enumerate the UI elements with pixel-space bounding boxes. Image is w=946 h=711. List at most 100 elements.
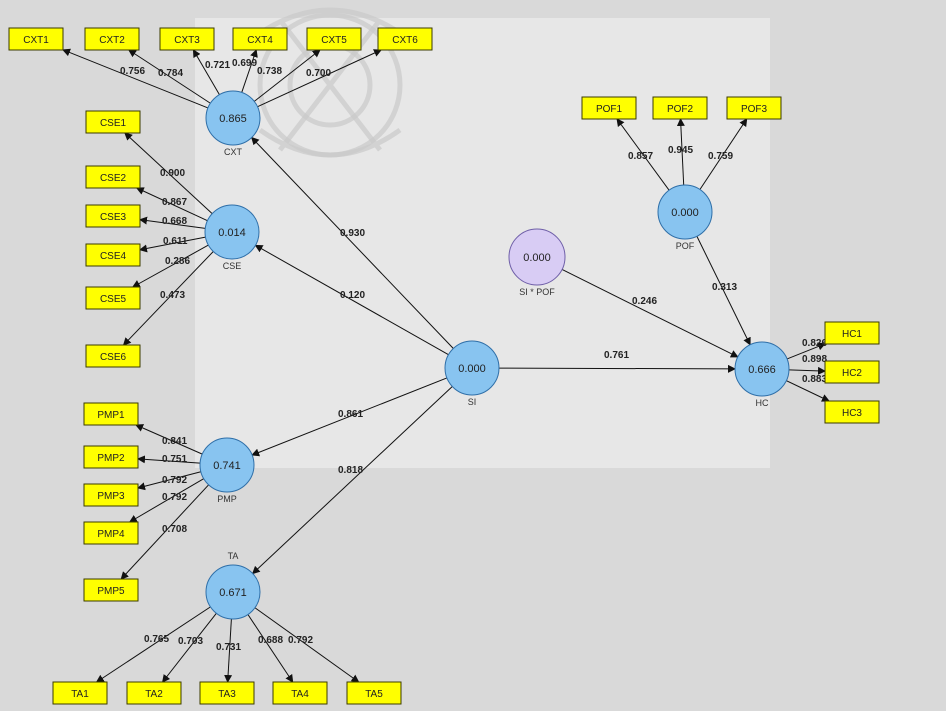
path-arrow-pof-pof2 — [676, 118, 685, 186]
indicator-cse6[interactable]: CSE6 — [85, 344, 141, 368]
indicator-ta1[interactable]: TA1 — [52, 681, 108, 705]
latent-name: CSE — [223, 261, 242, 271]
indicator-ta4[interactable]: TA4 — [272, 681, 328, 705]
indicator-label: CXT3 — [174, 35, 200, 46]
latent-circle — [205, 90, 261, 146]
indicator-box — [581, 96, 637, 120]
path-arrow-hc-hc1 — [786, 342, 826, 360]
latent-circle — [734, 341, 790, 397]
indicator-box — [126, 681, 182, 705]
indicator-cxt2[interactable]: CXT2 — [84, 27, 140, 51]
indicator-box — [159, 27, 215, 51]
indicator-label: TA4 — [291, 689, 309, 700]
path-coefficient-cxt-cxt6: 0.700 — [306, 68, 331, 79]
path-arrow-cxt-cxt2 — [128, 49, 211, 104]
path-arrow-cxt-cxt3 — [192, 49, 220, 95]
path-arrow-sipof-hc — [561, 269, 739, 358]
indicator-label: PMP4 — [97, 529, 125, 540]
path-arrow-pmp-pmp5 — [120, 484, 210, 580]
indicator-pof3[interactable]: POF3 — [726, 96, 782, 120]
indicator-cse2[interactable]: CSE2 — [85, 165, 141, 189]
indicator-pmp5[interactable]: PMP5 — [83, 578, 139, 602]
indicator-hc1[interactable]: HC1 — [824, 321, 880, 345]
latent-r-squared: 0.000 — [458, 363, 486, 375]
latent-name: TA — [228, 551, 239, 561]
indicator-label: CXT4 — [247, 35, 273, 46]
latent-name: POF — [676, 241, 695, 251]
indicator-pmp2[interactable]: PMP2 — [83, 445, 139, 469]
path-arrow-ta-ta3 — [224, 618, 233, 683]
latent-circle — [657, 184, 713, 240]
indicator-label: CSE5 — [100, 294, 127, 305]
path-arrow-si-cxt — [250, 136, 454, 349]
indicator-cxt3[interactable]: CXT3 — [159, 27, 215, 51]
path-coefficient-pmp-pmp2: 0.751 — [162, 454, 187, 465]
path-coefficient-cxt-cxt4: 0.699 — [232, 58, 257, 69]
path-coefficient-cse-cse4: 0.611 — [163, 236, 188, 247]
path-arrow-pmp-pmp3 — [137, 471, 201, 491]
indicator-label: CSE1 — [100, 118, 127, 129]
latent-r-squared: 0.865 — [219, 113, 247, 125]
path-coefficient-hc-hc2: 0.898 — [802, 354, 827, 365]
indicator-ta5[interactable]: TA5 — [346, 681, 402, 705]
indicator-box — [84, 27, 140, 51]
latent-r-squared: 0.666 — [748, 364, 776, 376]
indicator-cxt1[interactable]: CXT1 — [8, 27, 64, 51]
latent-circle — [444, 340, 500, 396]
latent-r-squared: 0.671 — [219, 587, 247, 599]
indicator-pmp4[interactable]: PMP4 — [83, 521, 139, 545]
latent-name: CXT — [224, 147, 243, 157]
indicator-label: HC1 — [842, 329, 862, 340]
indicator-box — [726, 96, 782, 120]
path-coefficient-cse-cse5: 0.286 — [165, 256, 190, 267]
indicator-pof2[interactable]: POF2 — [652, 96, 708, 120]
latent-r-squared: 0.741 — [213, 460, 241, 472]
path-arrow-pmp-pmp2 — [137, 455, 201, 464]
path-arrow-pof-hc — [696, 236, 751, 346]
indicator-label: PMP2 — [97, 453, 125, 464]
indicator-box — [85, 243, 141, 267]
indicator-cxt6[interactable]: CXT6 — [377, 27, 433, 51]
indicator-pof1[interactable]: POF1 — [581, 96, 637, 120]
indicator-box — [83, 521, 139, 545]
path-coefficient-cxt-cxt1: 0.756 — [120, 66, 145, 77]
indicator-label: TA3 — [218, 689, 236, 700]
indicator-label: TA5 — [365, 689, 383, 700]
path-arrow-ta-ta2 — [161, 612, 217, 683]
indicator-ta3[interactable]: TA3 — [199, 681, 255, 705]
indicator-hc3[interactable]: HC3 — [824, 400, 880, 424]
indicator-box — [85, 165, 141, 189]
indicator-label: POF1 — [596, 104, 623, 115]
indicator-pmp1[interactable]: PMP1 — [83, 402, 139, 426]
indicator-box — [85, 110, 141, 134]
indicator-cse5[interactable]: CSE5 — [85, 286, 141, 310]
indicator-cse1[interactable]: CSE1 — [85, 110, 141, 134]
indicator-cxt4[interactable]: CXT4 — [232, 27, 288, 51]
indicator-cse3[interactable]: CSE3 — [85, 204, 141, 228]
indicator-box — [346, 681, 402, 705]
latent-ta[interactable]: 0.671 TA — [205, 551, 261, 620]
indicator-cxt5[interactable]: CXT5 — [306, 27, 362, 51]
path-arrow-ta-ta5 — [254, 607, 360, 683]
indicator-hc2[interactable]: HC2 — [824, 360, 880, 384]
indicator-ta2[interactable]: TA2 — [126, 681, 182, 705]
indicator-box — [85, 204, 141, 228]
path-arrow-si-ta — [251, 386, 453, 575]
path-coefficient-ta-ta4: 0.688 — [258, 635, 283, 646]
path-coefficient-pmp-pmp3: 0.792 — [162, 475, 187, 486]
indicator-label: PMP3 — [97, 491, 125, 502]
path-coefficient-pmp-pmp4: 0.792 — [162, 492, 187, 503]
indicator-pmp3[interactable]: PMP3 — [83, 483, 139, 507]
indicator-box — [824, 400, 880, 424]
path-coefficient-pmp-pmp1: 0.841 — [162, 436, 187, 447]
indicator-cse4[interactable]: CSE4 — [85, 243, 141, 267]
path-coefficient-si-cxt: 0.930 — [340, 228, 365, 239]
